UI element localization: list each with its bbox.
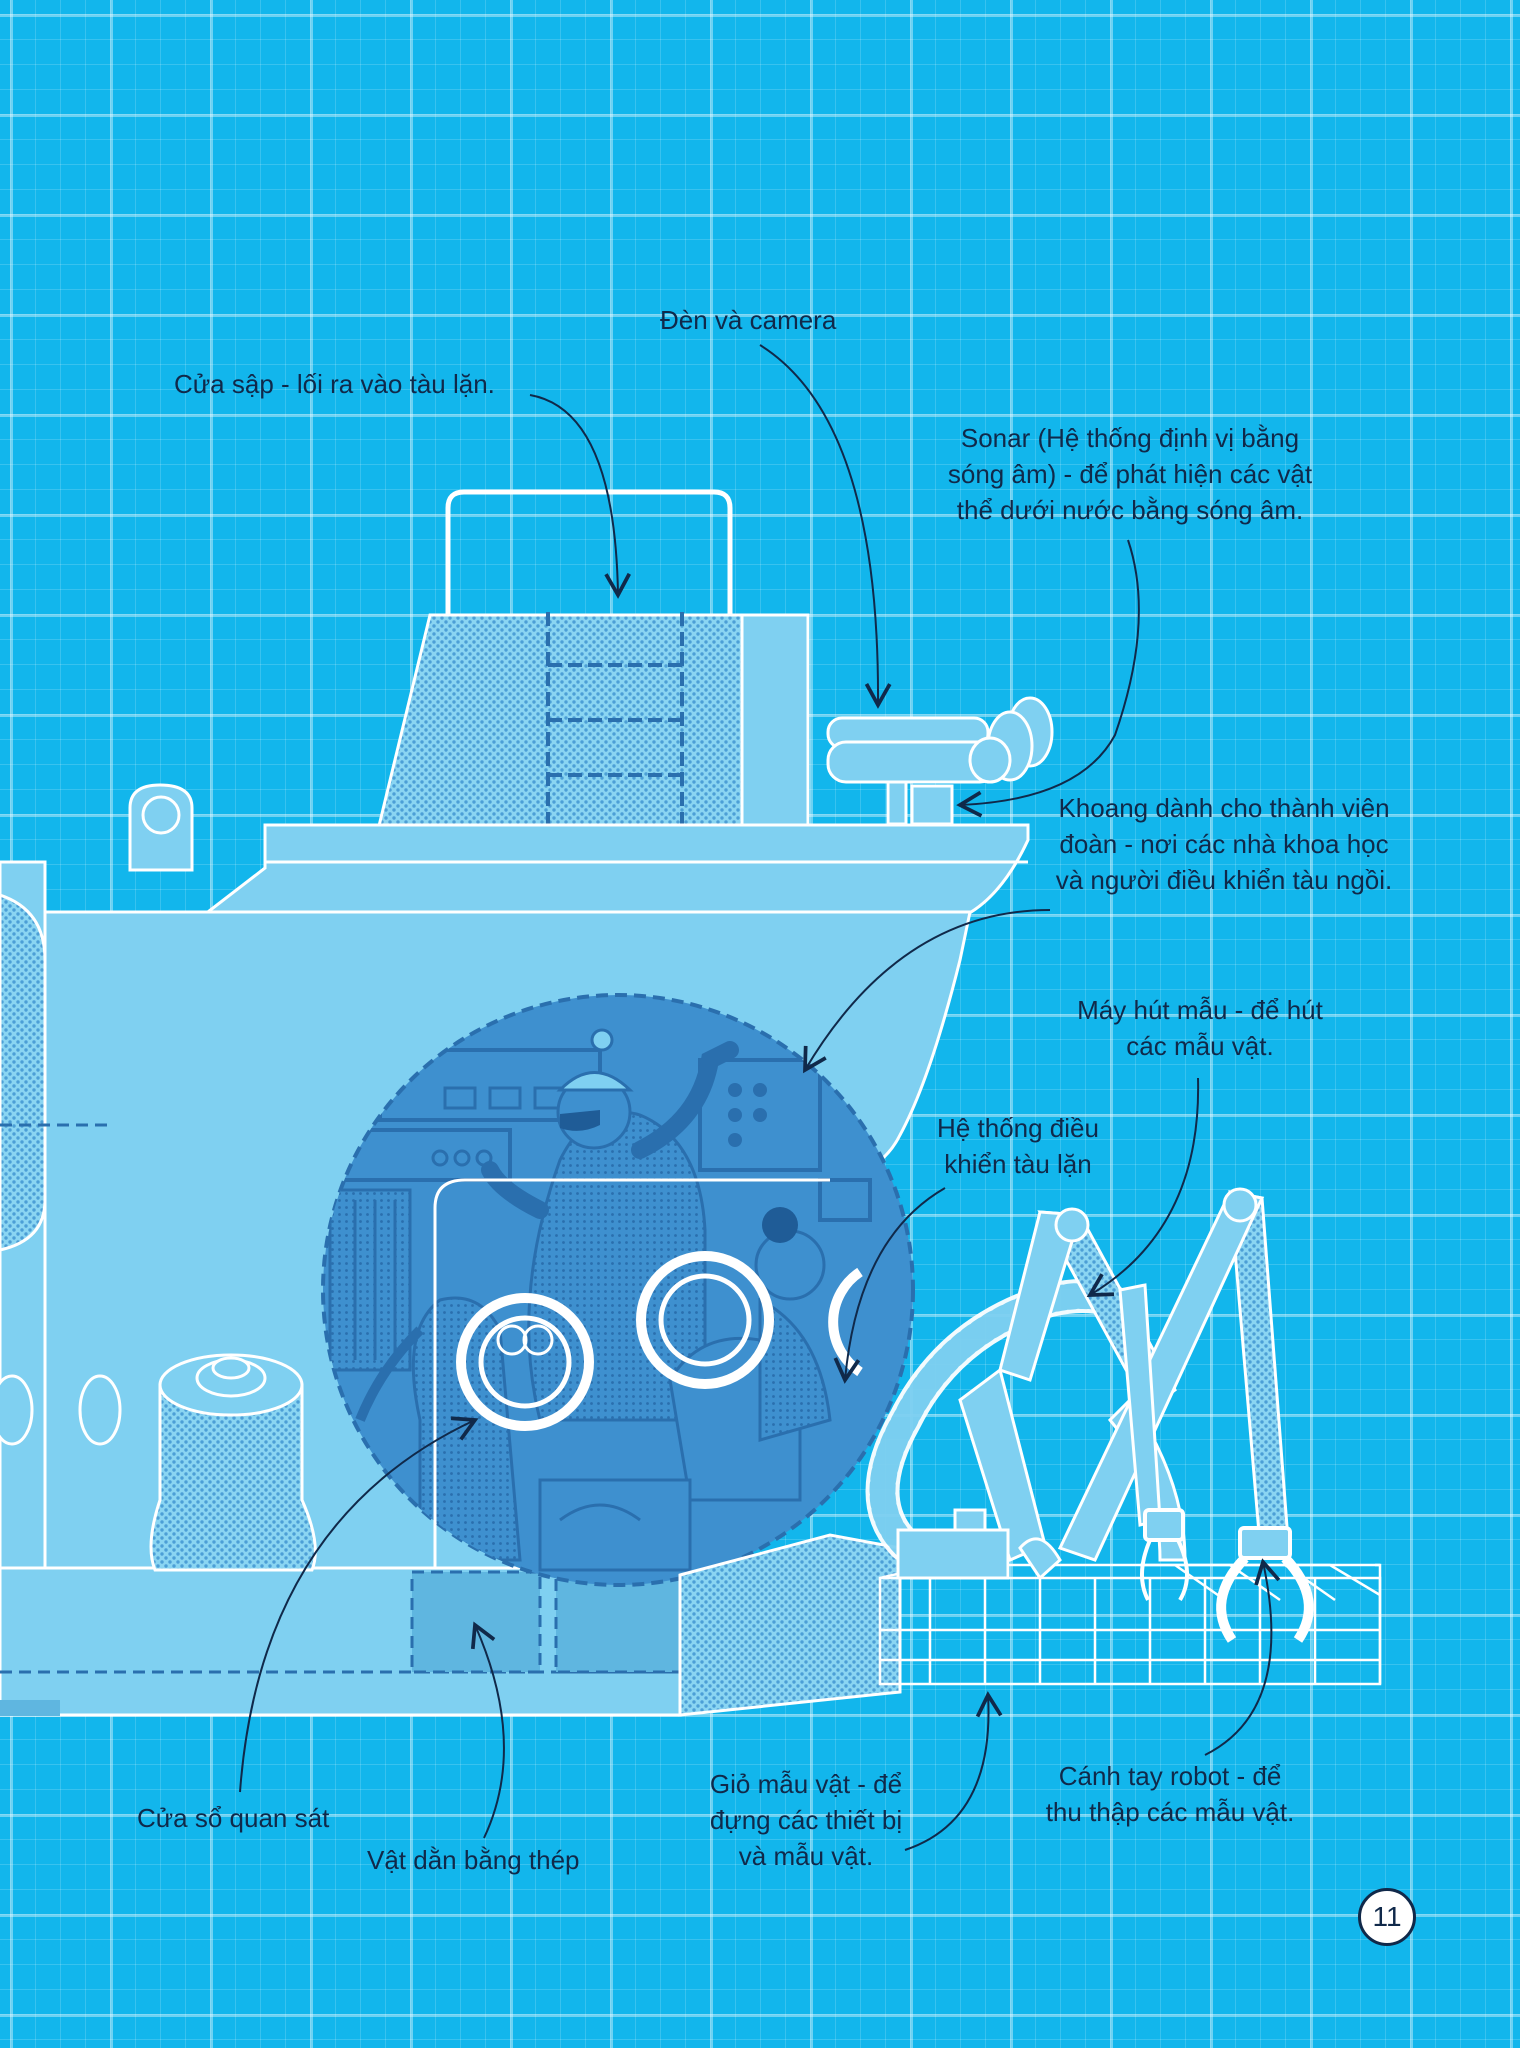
side-tank: [0, 893, 47, 1252]
label-steel-ballast: Vật dằn bằng thép: [367, 1845, 580, 1875]
basket-equipment: [896, 1508, 1062, 1581]
viewport: [456, 1293, 594, 1431]
label-crew-compartment: Khoang dành cho thành viên đoàn - nơi cá…: [1055, 793, 1393, 895]
upper-deck: [195, 823, 1030, 920]
label-lights-camera: Đèn và camera: [660, 305, 837, 335]
leader-suction: [1086, 1077, 1200, 1297]
label-control-system: Hệ thống điều khiển tàu lặn: [937, 1113, 1099, 1179]
hull-porthole: [78, 1374, 122, 1446]
thruster: [149, 1353, 317, 1572]
leader-hatch: [529, 394, 631, 599]
leader-basket: [904, 1691, 1003, 1851]
leader-lines: [239, 344, 1281, 1851]
robot-arm-right: [1057, 1187, 1290, 1562]
label-sample-basket: Giỏ mẫu vật - để đựng các thiết bị và mẫ…: [709, 1769, 903, 1871]
suction-hose: [865, 1279, 1127, 1562]
viewport: [636, 1251, 774, 1389]
conning-tower: [376, 613, 744, 832]
bow-housing: [678, 1533, 902, 1717]
crew-compartment-outline: [433, 1178, 830, 1568]
leader-lights-camera: [759, 344, 892, 709]
gripper-large: [1216, 1526, 1314, 1643]
personnel-sphere: [321, 993, 915, 1587]
leader-viewport: [239, 1416, 479, 1793]
handrail: [445, 489, 733, 615]
leader-crew: [803, 909, 1051, 1074]
lights-camera-unit: [826, 696, 1054, 826]
leader-sonar: [956, 539, 1140, 818]
label-suction-sampler: Máy hút mẫu - để hút các mẫu vật.: [1077, 995, 1323, 1061]
hull-porthole: [0, 1374, 34, 1446]
label-viewport: Cửa sổ quan sát: [137, 1803, 330, 1833]
page-number: 11: [1358, 1888, 1416, 1946]
label-robot-arm: Cánh tay robot - để thu thập các mẫu vật…: [1045, 1761, 1295, 1827]
leader-control: [833, 1187, 946, 1384]
label-sonar: Sonar (Hệ thống định vị bằng sóng âm) - …: [947, 423, 1313, 525]
leader-robot-arm: [1204, 1558, 1281, 1756]
label-hatch: Cửa sập - lối ra vào tàu lặn.: [174, 369, 495, 399]
leader-ballast: [470, 1621, 505, 1839]
gripper-small: [1139, 1508, 1190, 1602]
